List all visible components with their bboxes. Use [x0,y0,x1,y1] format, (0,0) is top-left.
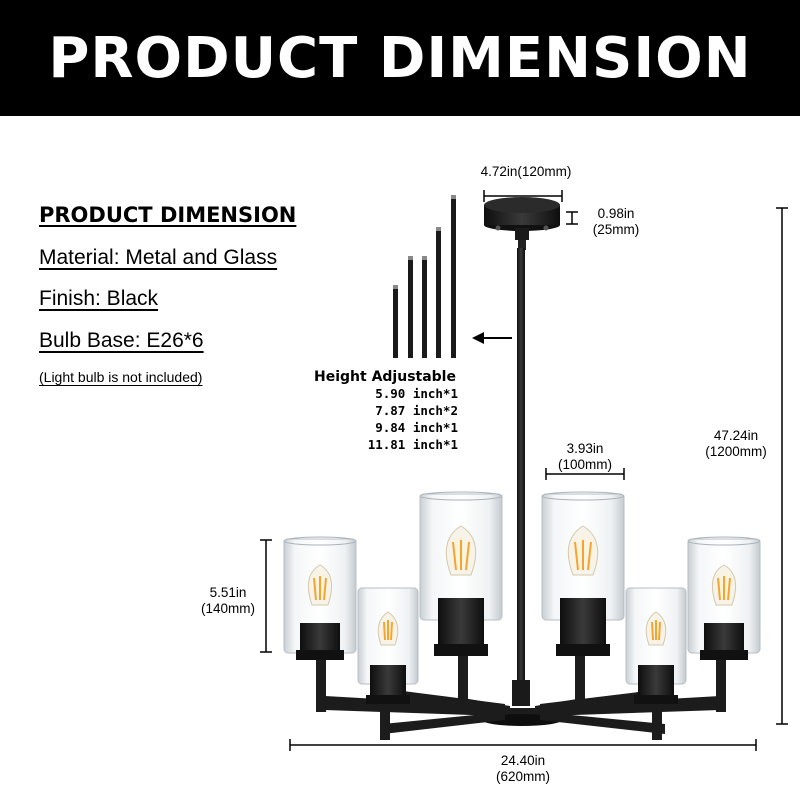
spec-heading: PRODUCT DIMENSION [39,203,297,227]
banner: PRODUCT DIMENSION [0,0,800,116]
canopy-width-label: 4.72in(120mm) [480,164,572,179]
canopy-height-label: 0.98in (25mm) [592,206,640,237]
spec-note: (Light bulb is not included) [39,369,203,385]
canopy [484,197,560,250]
lamp-shade [687,536,761,660]
spec-material: Material: Metal and Glass [39,246,278,269]
dimension-lines [260,190,788,751]
banner-title: PRODUCT DIMENSION [48,25,752,91]
height-rod-item: 9.84 inch*1 [375,420,458,435]
lamp-shade [283,536,357,660]
lamp-arms [316,654,726,740]
lamp-shade [357,587,419,704]
lamp-shade [625,587,687,704]
shade-height-label: 5.51in (140mm) [200,585,255,616]
height-adjustable-title: Height Adjustable [314,369,456,385]
height-rod-item: 5.90 inch*1 [375,386,458,401]
downrod [517,248,525,688]
total-height-label: 47.24in (1200mm) [705,428,767,459]
spec-bulb-base: Bulb Base: E26*6 [39,329,204,352]
height-rod-item: 11.81 inch*1 [367,437,458,452]
total-width-label: 24.40in (620mm) [495,753,550,784]
shade-width-label: 3.93in (100mm) [557,441,612,472]
arrow-left-icon [472,332,512,344]
spec-finish: Finish: Black [39,287,159,310]
height-rod-item: 7.87 inch*2 [375,403,458,418]
lamp-shade [541,491,625,656]
extension-rods [393,195,456,358]
lamp-shade [419,491,503,656]
